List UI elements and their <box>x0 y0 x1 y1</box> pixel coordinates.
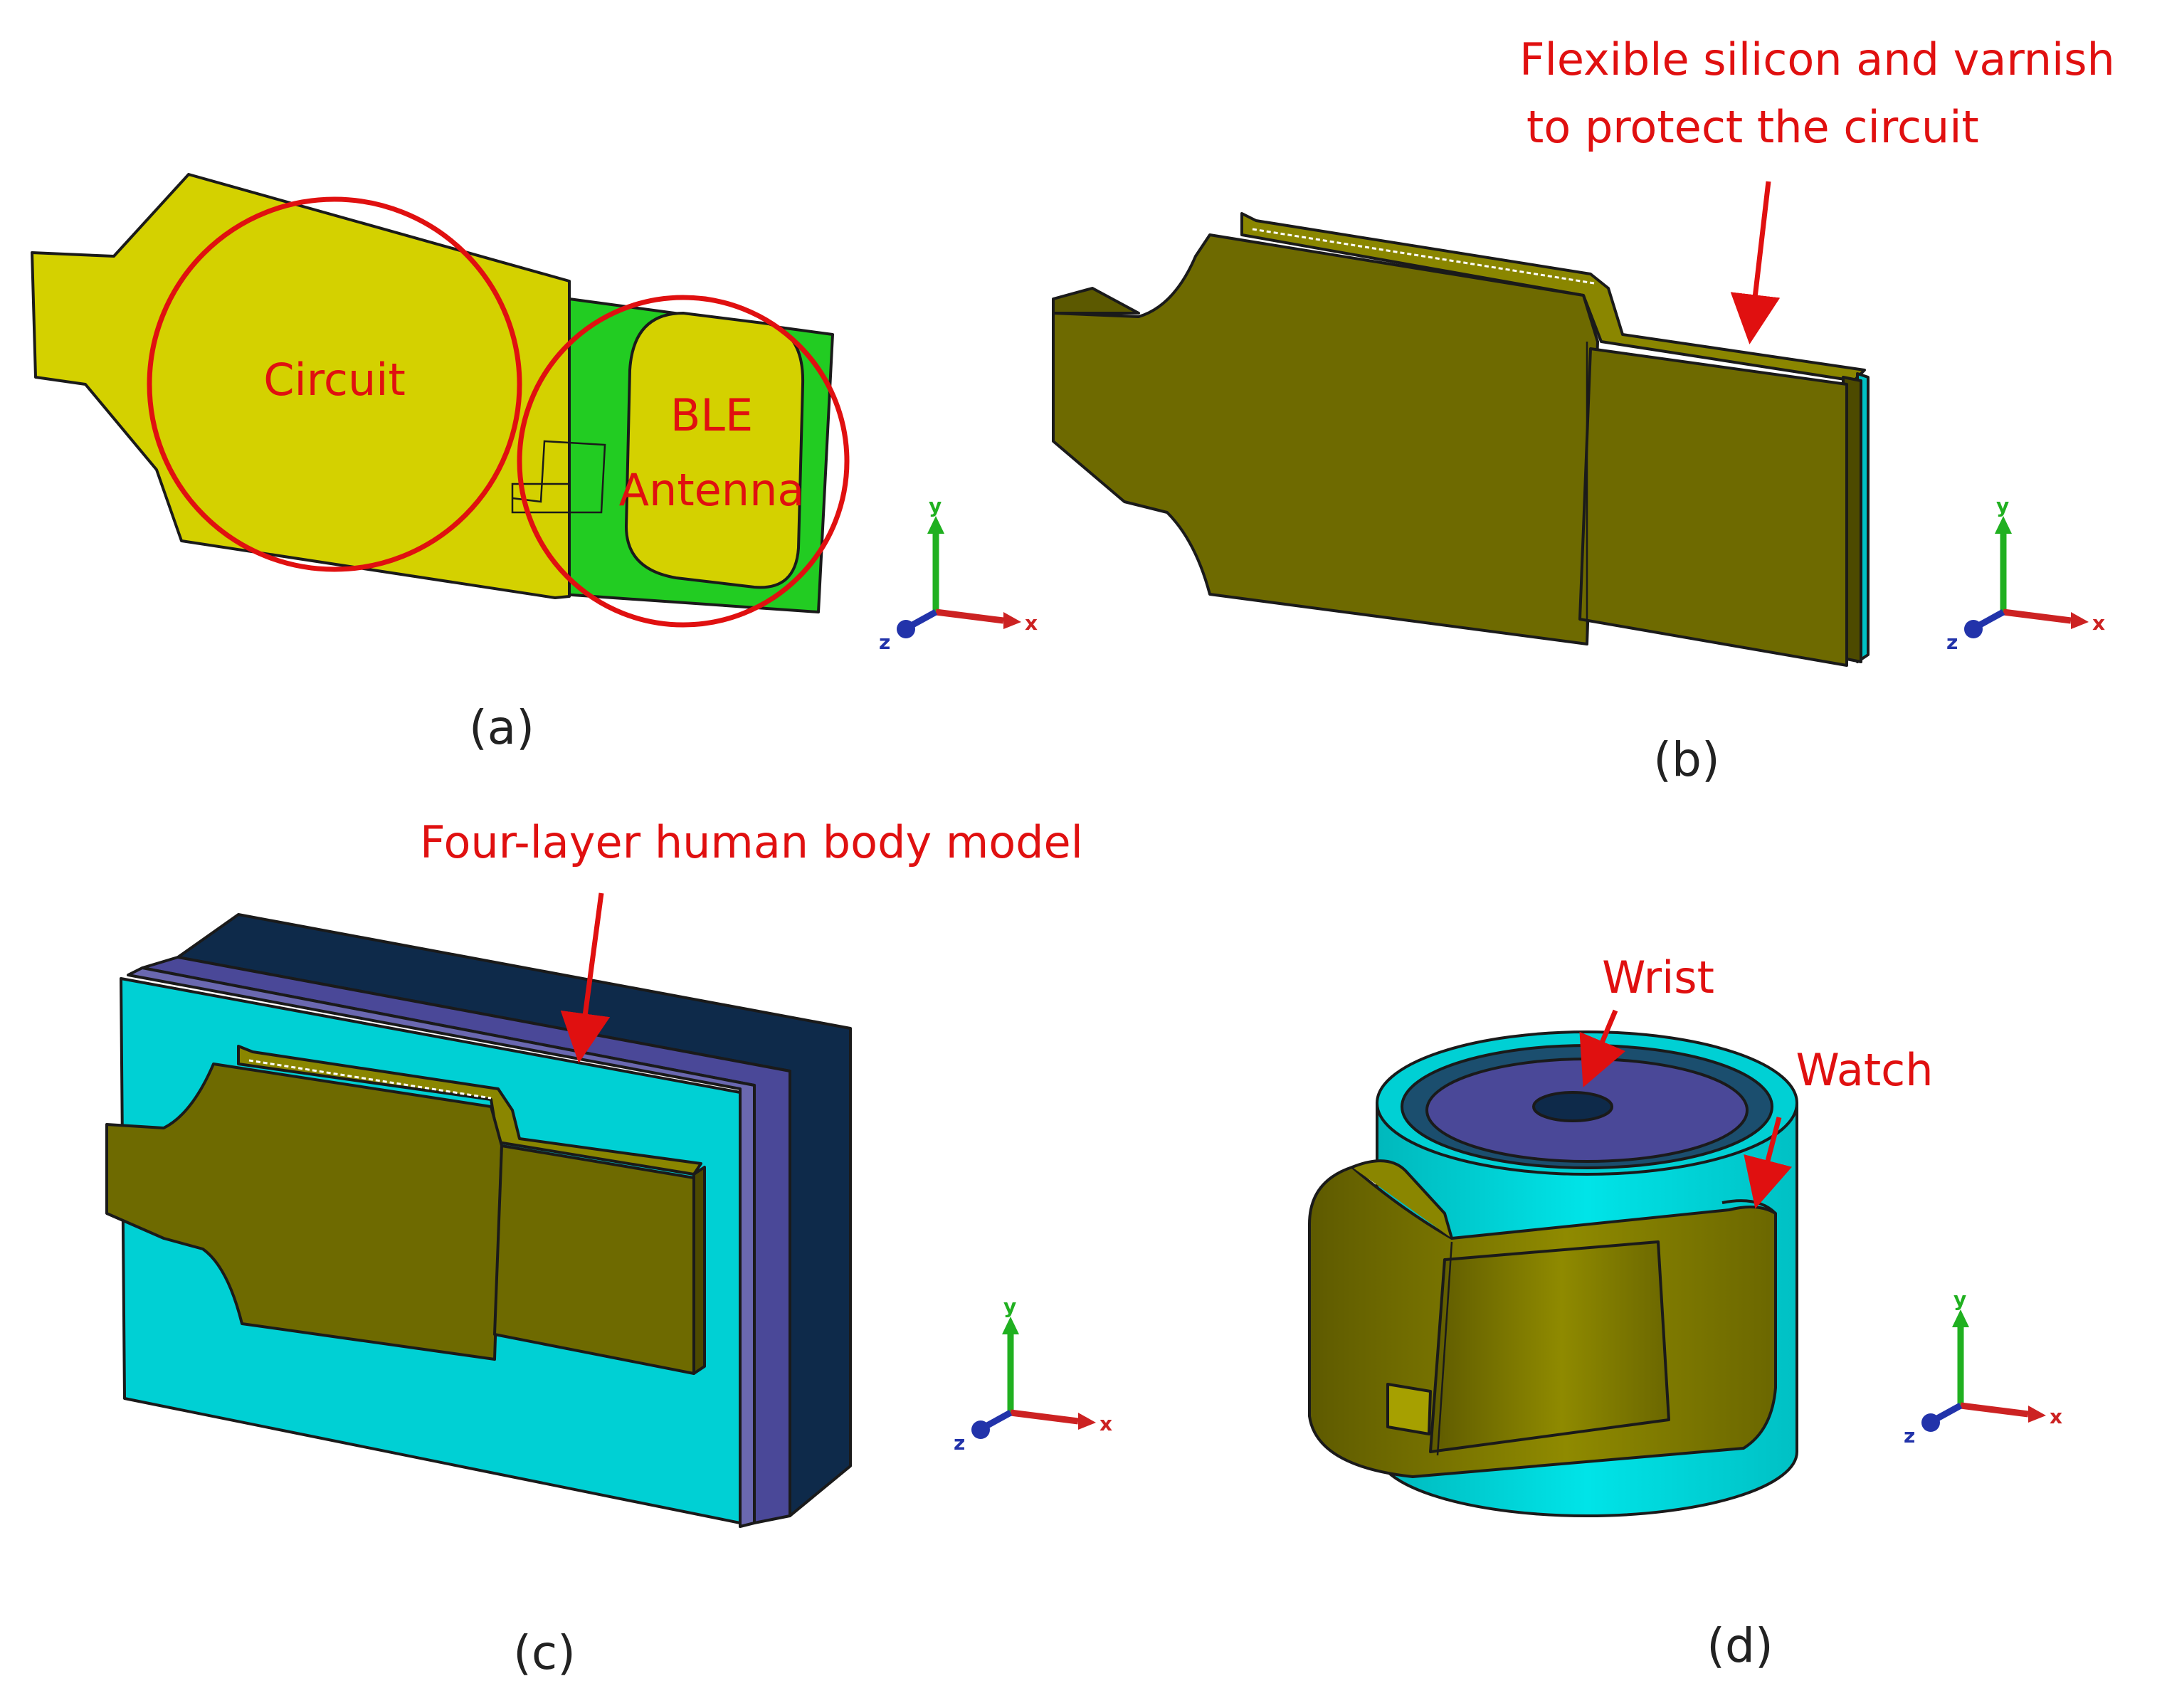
body-layer-fat <box>127 966 756 1528</box>
svg-text:z: z <box>1946 631 1958 654</box>
silicon-annotation-line2: to protect the circuit <box>1526 101 1979 153</box>
body-model-annotation: Four-layer human body model <box>420 816 1083 868</box>
panel-c: Four-layer human body model (c) <box>105 816 1083 1680</box>
enclosure-top-face <box>1240 212 1866 382</box>
body-model-annotation-arrow <box>560 892 611 1063</box>
svg-text:z: z <box>954 1431 965 1455</box>
panel-d: Wrist Watch (d) <box>1308 951 1934 1673</box>
antenna-patch <box>625 312 805 589</box>
axis-triad-d: y x z <box>1904 1287 2062 1448</box>
antenna-feed-line <box>512 440 606 514</box>
axis-triad-c: y x z <box>954 1295 1112 1455</box>
svg-text:x: x <box>2050 1405 2062 1428</box>
panel-a: Circuit BLE Antenna (a) <box>31 173 850 755</box>
ble-antenna-highlight-circle <box>517 295 850 628</box>
antenna-cover-face <box>1578 347 1848 667</box>
silicon-annotation-line1: Flexible silicon and varnish <box>1519 33 2115 85</box>
wrist-arrow <box>1579 1009 1625 1087</box>
svg-text:z: z <box>1904 1424 1915 1448</box>
panel-b: Flexible silicon and varnish to protect … <box>1052 33 2115 787</box>
axis-triad-a: y x z <box>879 494 1038 654</box>
axis-triad-b: y x z <box>1946 494 2105 654</box>
svg-text:y: y <box>1953 1287 1966 1311</box>
enclosure-front-face <box>1052 233 1599 645</box>
caption-c: (c) <box>513 1625 576 1680</box>
watch-arrow <box>1744 1117 1793 1209</box>
svg-text:y: y <box>1996 494 2009 517</box>
watch-face-plate <box>1429 1240 1670 1453</box>
svg-text:z: z <box>879 631 890 654</box>
wrist-label: Wrist <box>1602 951 1714 1003</box>
circuit-highlight-circle <box>147 196 522 572</box>
caption-a: (a) <box>469 700 534 755</box>
x-axis-arrow <box>935 608 1004 624</box>
device-on-body <box>105 1063 503 1361</box>
svg-text:x: x <box>2092 611 2105 635</box>
svg-text:y: y <box>929 494 942 517</box>
watch-label: Watch <box>1795 1044 1933 1096</box>
circuit-label: Circuit <box>263 354 406 406</box>
ble-label-line1: BLE <box>670 389 753 441</box>
svg-text:y: y <box>1003 1295 1016 1318</box>
svg-text:x: x <box>1025 611 1038 635</box>
wrist-bone-hole <box>1532 1091 1613 1122</box>
caption-d: (d) <box>1707 1618 1773 1673</box>
caption-b: (b) <box>1653 732 1719 787</box>
ble-label-line2: Antenna <box>619 464 805 516</box>
silicon-annotation-arrow <box>1730 181 1781 344</box>
watch-clasp <box>1386 1383 1432 1435</box>
svg-text:x: x <box>1100 1412 1112 1435</box>
feed-connector <box>511 483 571 514</box>
